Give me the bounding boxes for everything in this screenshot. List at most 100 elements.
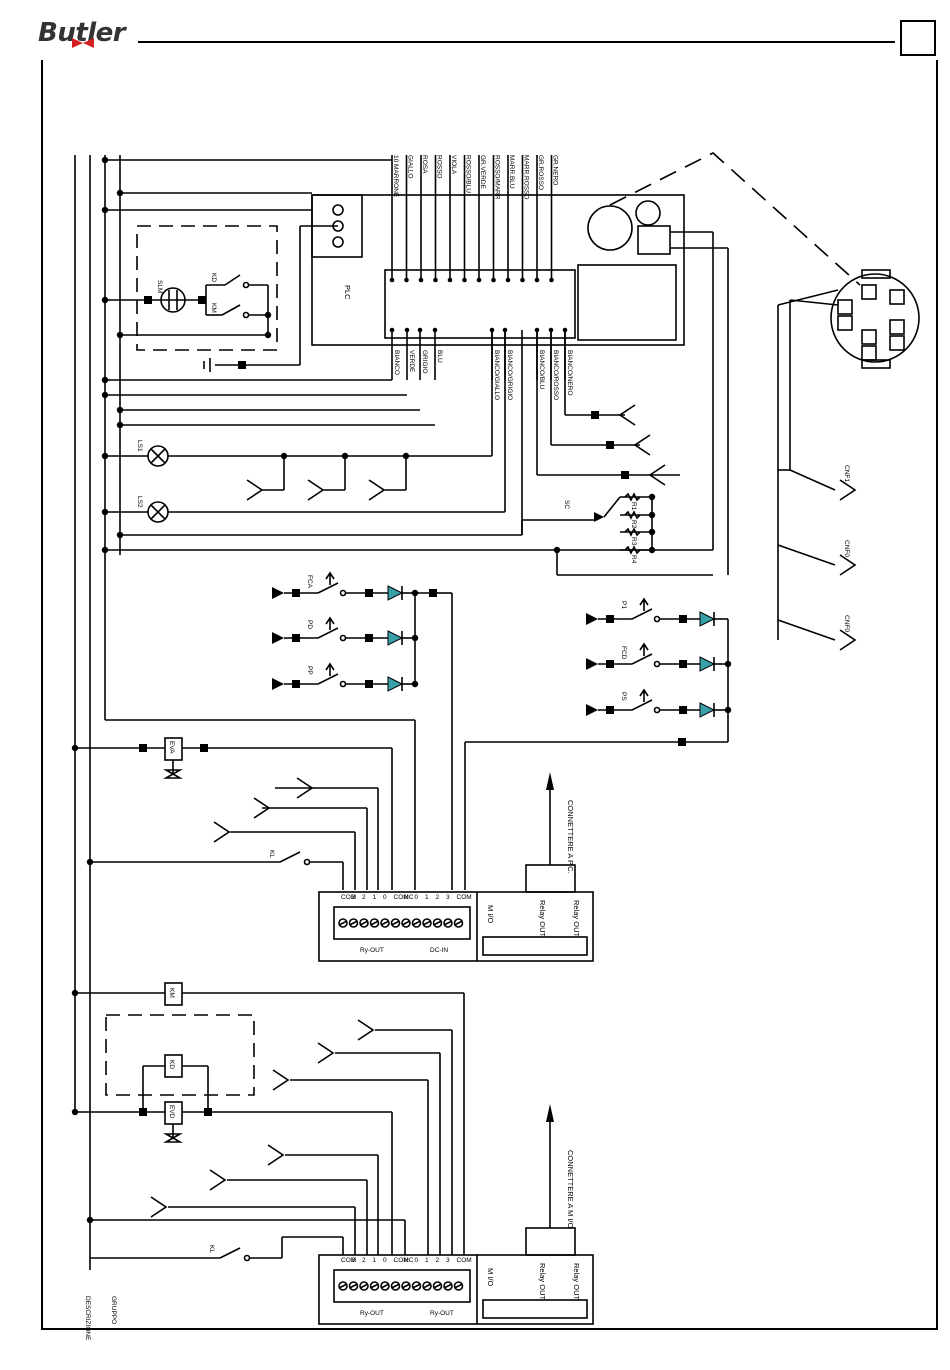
footer-labels: GRUPPO DESCRIZIONE (84, 1296, 117, 1341)
terminal-label: COM (457, 894, 472, 901)
conn-amio-label: CONNETTERE A M I/O (566, 1150, 575, 1229)
left-limit-switches: FCA PD PP (272, 571, 437, 692)
terminal-label: 3 (446, 894, 450, 901)
cnf0-b-label: CNF0 (843, 615, 850, 632)
terminal-label: 2 (436, 1257, 440, 1264)
ls2-lamp: LS2 (136, 496, 169, 523)
plc-top-wire-label: GR.VERDE (479, 155, 486, 190)
plc-top-wire-label: GR.ROSSO (537, 155, 544, 190)
ls1-lamp: LS1 (136, 440, 169, 467)
plc-bottom-wire-label: BIANCO/GRIGIO (506, 350, 513, 400)
eva-label: EVA (168, 741, 175, 754)
terminal-label: NC (404, 894, 414, 901)
feed-lines (105, 159, 713, 551)
plc-top-wire-label: GR.NERO (552, 155, 559, 185)
pd-switch-label: PD (306, 620, 313, 629)
junction-dots (71, 156, 732, 1224)
fcd-switch-label: FCD (620, 646, 627, 660)
plc-bottom-wire-label: BLU (436, 350, 443, 363)
terminal-label: 2 (362, 894, 366, 901)
ls2-label: LS2 (136, 496, 143, 508)
plc-bottom-wires: BIANCO VERDE GRIGIO BLU BIANCO/GIALLO BIANCO/… (389, 327, 573, 400)
kd-label: KD (210, 273, 217, 282)
drawing-frame (41, 60, 938, 1330)
io-module-upper: CONNETTERE A P.C. M I/O Relay OUT Relay … (318, 772, 594, 962)
ls1-label: LS1 (136, 440, 143, 452)
footer-description: DESCRIZIONE (84, 1296, 91, 1341)
header-rule (138, 41, 895, 43)
plc-top-wire-label: ROSA (421, 155, 428, 174)
relay-out-label-4: Relay OUT (572, 1263, 581, 1301)
terminal-label: COM (457, 1257, 472, 1264)
mio-label-2: M I/O (486, 1268, 495, 1286)
km-coil-label: KM (168, 988, 175, 998)
cnf1-label: CNF1 (843, 465, 850, 482)
terminal-label: 2 (362, 1257, 366, 1264)
cnf-taps-23 (246, 456, 407, 501)
plc-top-wire-label: VIOLA (450, 155, 457, 175)
slm-motor: SLM KD KM (136, 225, 300, 372)
plc-bottom-wire-label: BIANCO (393, 350, 400, 375)
ry-out-label-3: Ry-OUT (430, 1310, 454, 1317)
plc-bottom-wire-label: VERDE (408, 350, 415, 373)
left-bus-lines (74, 155, 416, 1270)
plc-top-wire-label: GIALLO (407, 155, 414, 178)
p1-switch-label: P1 (620, 601, 627, 609)
evd-label: EVD (168, 1105, 175, 1119)
relay-out-label-3: Relay OUT (538, 1263, 547, 1301)
fca-switch-label: FCA (306, 575, 313, 589)
terminal-label: COM (394, 894, 409, 901)
terminal-label: 1 (373, 894, 377, 901)
logo-bowtie-icon (72, 38, 94, 48)
terminal-label: NC (404, 1257, 414, 1264)
ry-out-label: Ry-OUT (360, 947, 384, 954)
kl-label: KL (268, 850, 275, 858)
sc-label: SC (563, 500, 570, 509)
conn-apc-label: CONNETTERE A P.C. (566, 800, 575, 874)
plc-top-wire-label: 10 MARRONE (392, 155, 399, 198)
terminal-label: 3 (352, 894, 356, 901)
ps-switch-label: PS (620, 692, 627, 701)
terminal-label: 1 (373, 1257, 377, 1264)
slm-label: SLM (156, 280, 163, 293)
relay-out-label-2: Relay OUT (572, 900, 581, 938)
r4-label: R4 (630, 555, 637, 564)
terminal-label: COM (341, 1257, 356, 1264)
plc-bottom-wire-label: BIANCO/ROSSO (552, 350, 559, 400)
pp-switch-label: PP (306, 666, 313, 675)
plc-label: PLC (343, 285, 352, 300)
terminal-label: 0 (383, 894, 387, 901)
terminal-label: 0 (415, 1257, 419, 1264)
kd-coil-label: KD (168, 1060, 175, 1069)
terminal-label: 0 (415, 894, 419, 901)
dc-in-label: DC-IN (430, 947, 448, 954)
eva-solenoid: EVA KL (75, 592, 682, 890)
r1-label: R1 (630, 502, 637, 511)
sc-selector: SC R1 R2 R3 R4 (521, 231, 729, 576)
r2-label: R2 (630, 520, 637, 529)
terminal-label: 2 (436, 894, 440, 901)
km-kd-evd-section: KM KD EVD (75, 982, 465, 1262)
plc-bottom-wire-label: BIANCO/NERO (566, 350, 573, 396)
mio-label-1: M I/O (486, 905, 495, 923)
plc-bottom-wire-label: BIANCO/BLU (538, 350, 545, 390)
footer-group: GRUPPO (110, 1296, 117, 1324)
terminal-label: 0 (383, 1257, 387, 1264)
terminal-label: 3 (446, 1257, 450, 1264)
plc-unit: PLC (311, 194, 685, 346)
plc-bottom-wire-label: GRIGIO (421, 350, 428, 373)
terminal-label: 1 (425, 894, 429, 901)
r3-label: R3 (630, 537, 637, 546)
plc-top-wire-label: MARR.ROSSO (523, 155, 530, 199)
terminal-label: COM (394, 1257, 409, 1264)
kl-lower-label: KL (208, 1245, 215, 1253)
io-module-lower: CONNETTERE A M I/O M I/O Relay OUT Relay… (318, 1104, 594, 1325)
plc-bottom-wire-label: BIANCO/GIALLO (493, 350, 500, 400)
plc-top-wire-label: ROSSO/MARR (494, 155, 501, 200)
plc-output-taps (491, 330, 680, 535)
ry-out-label-2: Ry-OUT (360, 1310, 384, 1317)
